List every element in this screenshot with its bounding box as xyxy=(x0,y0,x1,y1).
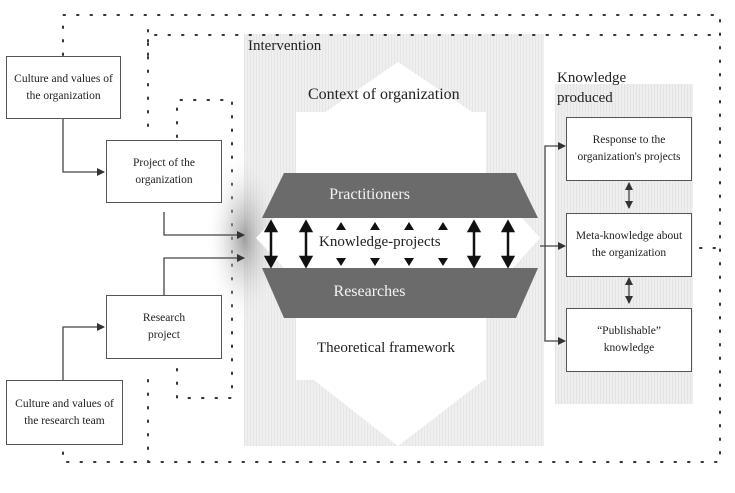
arrow-culture-team-to-research xyxy=(62,323,105,380)
double-arrow xyxy=(500,219,516,269)
box-culture-values-research-team: Culture and values of the research team xyxy=(6,380,123,445)
arrow-to-publishable xyxy=(544,246,566,345)
context-area xyxy=(296,112,486,174)
framework-area xyxy=(296,318,486,380)
box-research-project: Research project xyxy=(106,295,222,359)
double-arrow xyxy=(298,219,314,269)
practitioners-text: Practitioners xyxy=(329,186,410,203)
box-label: Meta-knowledge about the organization xyxy=(575,230,683,259)
box-response-to-projects: Response to the organization's projects xyxy=(566,117,692,181)
arrow-intervention-out xyxy=(540,142,566,247)
knowledge-exchange-triangles xyxy=(336,222,448,266)
practitioners-label: Practitioners xyxy=(0,186,735,204)
knowledge-exchange-arrows xyxy=(263,219,516,269)
box-label: Project of the organization xyxy=(133,156,195,186)
box-label: “Publishable” knowledge xyxy=(597,325,661,354)
box-label: Culture and values of the research team xyxy=(15,397,114,427)
theoretical-framework-label: Theoretical framework xyxy=(317,340,455,356)
box-publishable-knowledge: “Publishable” knowledge xyxy=(566,308,692,372)
box-label: Response to the organization's projects xyxy=(577,134,681,163)
box-culture-values-organization: Culture and values of the organization xyxy=(6,56,121,119)
box-meta-knowledge: Meta-knowledge about the organization xyxy=(566,213,692,277)
box-label: Culture and values of the organization xyxy=(14,72,113,102)
arrow-project-to-intervention xyxy=(163,212,245,239)
researches-label: Researches xyxy=(0,283,735,301)
arrow-research-to-intervention xyxy=(163,254,245,295)
knowledge-produced-title: Knowledge produced xyxy=(557,70,627,107)
box-label: Research project xyxy=(142,312,186,341)
dotted-feedback-inner xyxy=(147,29,721,399)
intervention-title: Intervention xyxy=(248,38,322,54)
box-project-of-organization: Project of the organization xyxy=(106,140,222,203)
double-arrow xyxy=(263,219,279,269)
researches-text: Researches xyxy=(333,283,406,300)
context-label: Context of organization xyxy=(308,86,460,103)
dotted-feedback-outer xyxy=(62,14,721,463)
double-arrow xyxy=(466,219,482,269)
arrow-culture-org-to-project xyxy=(62,118,105,176)
practitioners-band xyxy=(262,173,538,218)
researches-band xyxy=(262,268,538,318)
knowledge-projects-label: Knowledge-projects xyxy=(319,234,441,250)
